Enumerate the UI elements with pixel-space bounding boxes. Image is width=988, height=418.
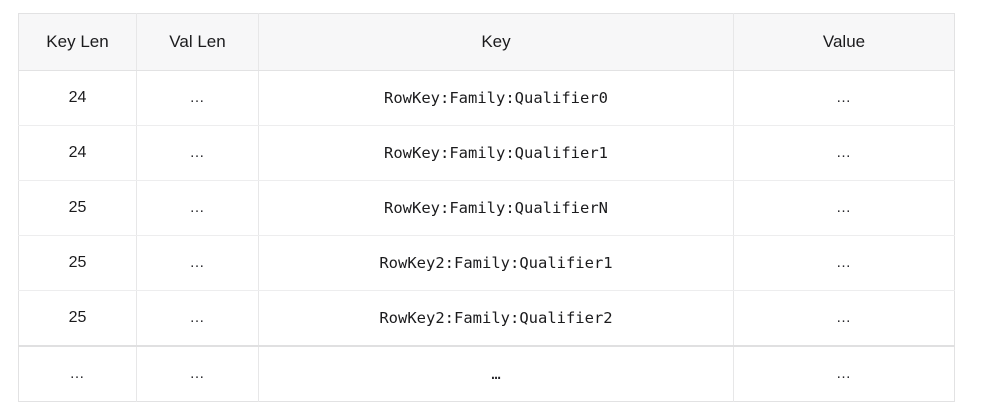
table-row: 25 … RowKey:Family:QualifierN … — [18, 180, 955, 236]
column-header-val-len: Val Len — [136, 13, 259, 71]
cell-value: … — [733, 125, 955, 181]
table-row: 24 … RowKey:Family:Qualifier1 … — [18, 125, 955, 181]
cell-key-len: … — [18, 346, 137, 402]
cell-value: … — [733, 290, 955, 347]
cell-key-len: 25 — [18, 290, 137, 347]
column-header-key: Key — [258, 13, 734, 71]
cell-key-len: 24 — [18, 125, 137, 181]
table-row: 25 … RowKey2:Family:Qualifier2 … — [18, 290, 955, 347]
cell-key: RowKey:Family:Qualifier0 — [258, 70, 734, 126]
cell-key-len: 24 — [18, 70, 137, 126]
cell-key: RowKey2:Family:Qualifier2 — [258, 290, 734, 347]
cell-key: RowKey2:Family:Qualifier1 — [258, 235, 734, 291]
cell-key: … — [258, 346, 734, 402]
cell-value: … — [733, 235, 955, 291]
table-header-row: Key Len Val Len Key Value — [18, 13, 955, 71]
cell-key: RowKey:Family:Qualifier1 — [258, 125, 734, 181]
cell-val-len: … — [136, 235, 259, 291]
cell-val-len: … — [136, 290, 259, 347]
cell-val-len: … — [136, 70, 259, 126]
column-header-key-len: Key Len — [18, 13, 137, 71]
table-container: Key Len Val Len Key Value 24 … RowKey:Fa… — [18, 13, 955, 402]
table-row-continuation: … … … … — [18, 346, 955, 402]
table-row: 25 … RowKey2:Family:Qualifier1 … — [18, 235, 955, 291]
cell-val-len: … — [136, 125, 259, 181]
table-body: 24 … RowKey:Family:Qualifier0 … 24 … Row… — [18, 70, 955, 402]
table-row: 24 … RowKey:Family:Qualifier0 … — [18, 70, 955, 126]
cell-val-len: … — [136, 346, 259, 402]
table-header: Key Len Val Len Key Value — [18, 13, 955, 71]
cell-key: RowKey:Family:QualifierN — [258, 180, 734, 236]
cell-val-len: … — [136, 180, 259, 236]
cell-value: … — [733, 180, 955, 236]
cell-value: … — [733, 70, 955, 126]
cell-value: … — [836, 365, 852, 382]
hfile-keyvalue-layout-table: Key Len Val Len Key Value 24 … RowKey:Fa… — [18, 13, 955, 402]
cell-key-len: 25 — [18, 235, 137, 291]
column-header-value: Value — [733, 13, 955, 71]
cell-key-len: 25 — [18, 180, 137, 236]
